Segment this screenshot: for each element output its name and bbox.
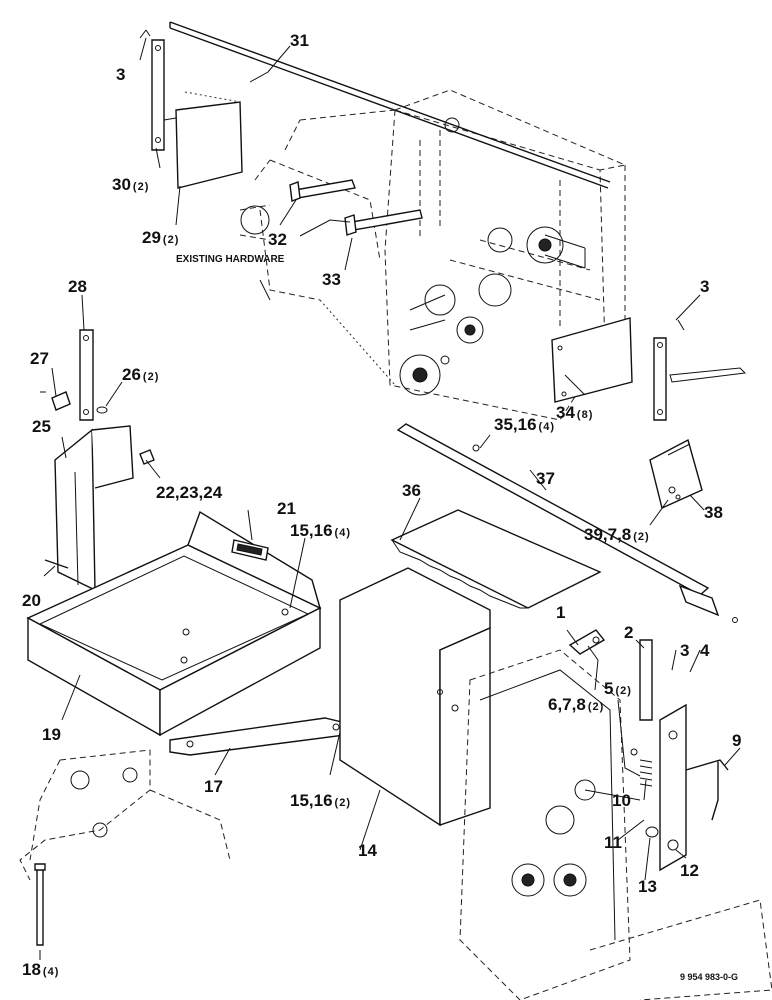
callout-3-top: 3 bbox=[116, 65, 125, 84]
callout-18: 18(4) bbox=[22, 960, 59, 979]
callout-20: 20 bbox=[22, 591, 41, 610]
callout-6-7-8: 6,7,8(2) bbox=[548, 695, 604, 714]
bracket-32 bbox=[289, 179, 356, 202]
panel-36 bbox=[390, 509, 602, 609]
callout-32: 32 bbox=[268, 230, 287, 249]
callout-25: 25 bbox=[32, 417, 51, 436]
rod-31 bbox=[169, 21, 611, 189]
document-number: 9 954 983-0-G bbox=[680, 972, 738, 982]
callout-27: 27 bbox=[30, 349, 49, 368]
gearbox-housing bbox=[459, 649, 772, 1000]
callout-17: 17 bbox=[204, 777, 223, 796]
callout-labels: 3 31 30(2) 29(2) 32 EXISTING HARDWARE 33… bbox=[22, 31, 741, 982]
callout-15-16-top: 15,16(4) bbox=[290, 521, 351, 540]
existing-hardware-note: EXISTING HARDWARE bbox=[176, 254, 285, 265]
lever-12 bbox=[659, 703, 687, 872]
guard-25 bbox=[54, 425, 134, 592]
strap-28 bbox=[79, 329, 94, 421]
callout-35-16: 35,16(4) bbox=[494, 415, 555, 434]
callout-21: 21 bbox=[277, 499, 296, 518]
bolt-18 bbox=[34, 863, 46, 946]
rod-37 bbox=[396, 423, 738, 623]
callout-30: 30(2) bbox=[112, 175, 149, 194]
washer-13 bbox=[645, 826, 659, 838]
strap-3-right bbox=[653, 319, 747, 421]
bracket-38 bbox=[649, 438, 703, 509]
callout-3-right: 3 bbox=[700, 277, 709, 296]
callout-36: 36 bbox=[402, 481, 421, 500]
panel-21 bbox=[187, 510, 322, 610]
callout-38: 38 bbox=[704, 503, 723, 522]
leader-lines bbox=[39, 37, 741, 960]
clip-27 bbox=[40, 391, 71, 411]
callout-34: 34(8) bbox=[556, 403, 593, 422]
strap-30 bbox=[139, 29, 165, 151]
plate-34 bbox=[551, 317, 633, 403]
callout-26: 26(2) bbox=[122, 365, 159, 384]
callout-14: 14 bbox=[358, 841, 377, 860]
bracket-33 bbox=[344, 209, 423, 236]
callout-10: 10 bbox=[612, 791, 631, 810]
callout-11: 11 bbox=[604, 833, 622, 852]
callout-19: 19 bbox=[42, 725, 61, 744]
callout-22-23-24: 22,23,24 bbox=[156, 483, 223, 502]
callout-33: 33 bbox=[322, 270, 341, 289]
callout-29: 29(2) bbox=[142, 228, 179, 247]
washer-26 bbox=[96, 406, 108, 414]
callout-9: 9 bbox=[732, 731, 741, 750]
callout-4: 4 bbox=[700, 641, 710, 660]
callout-12: 12 bbox=[680, 861, 699, 880]
callout-5: 5(2) bbox=[604, 679, 632, 698]
box-14 bbox=[339, 567, 491, 827]
callout-37: 37 bbox=[536, 469, 555, 488]
callout-13: 13 bbox=[638, 877, 657, 896]
bolt-22 bbox=[139, 449, 155, 465]
spring-10 bbox=[639, 759, 653, 787]
callout-3-lower: 3 bbox=[680, 641, 689, 660]
crank-9 bbox=[685, 759, 729, 821]
bracket-1 bbox=[568, 629, 606, 661]
spring-2 bbox=[639, 639, 653, 721]
callout-39-7-8: 39,7,8(2) bbox=[584, 525, 650, 544]
hardware-dots bbox=[180, 444, 681, 756]
callout-31: 31 bbox=[290, 31, 309, 50]
callout-28: 28 bbox=[68, 277, 87, 296]
handle-17 bbox=[169, 717, 351, 756]
callout-1: 1 bbox=[556, 603, 565, 622]
pin-20 bbox=[44, 559, 69, 569]
tray-19 bbox=[26, 544, 322, 737]
callout-2: 2 bbox=[624, 623, 633, 642]
existing-drive-gears bbox=[239, 204, 586, 396]
plate-29 bbox=[163, 91, 243, 189]
hitch-frame bbox=[19, 749, 231, 881]
callout-15-16-bottom: 15,16(2) bbox=[290, 791, 351, 810]
existing-machine-housing bbox=[254, 89, 627, 421]
